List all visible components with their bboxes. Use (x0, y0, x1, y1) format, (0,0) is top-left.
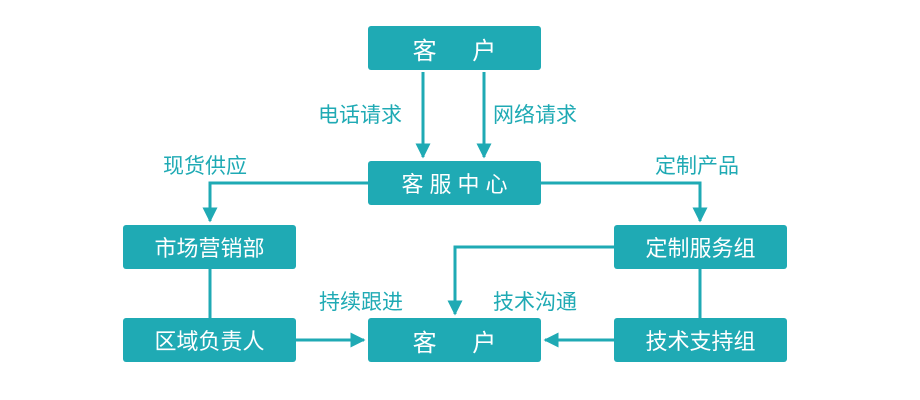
edge-custom-to-customer (447, 245, 614, 316)
edge-custom-product (541, 181, 708, 223)
label-follow-up: 持续跟进 (319, 290, 403, 314)
label-tech-communication: 技术沟通 (493, 290, 577, 314)
node-marketing-department: 市场营销部 (123, 225, 296, 269)
node-customer-bottom: 客 户 (368, 318, 541, 362)
node-custom-service-group: 定制服务组 (614, 225, 787, 269)
node-regional-manager: 区域负责人 (123, 318, 296, 362)
label-phone-request: 电话请求 (318, 103, 402, 127)
edge-spot-supply (202, 181, 368, 223)
label-custom-product: 定制产品 (655, 154, 739, 178)
label-spot-supply: 现货供应 (163, 154, 247, 178)
label-web-request: 网络请求 (493, 103, 577, 127)
node-customer-top: 客 户 (368, 26, 541, 70)
node-tech-support-group: 技术支持组 (614, 318, 787, 362)
node-service-center: 客服中心 (368, 161, 541, 205)
